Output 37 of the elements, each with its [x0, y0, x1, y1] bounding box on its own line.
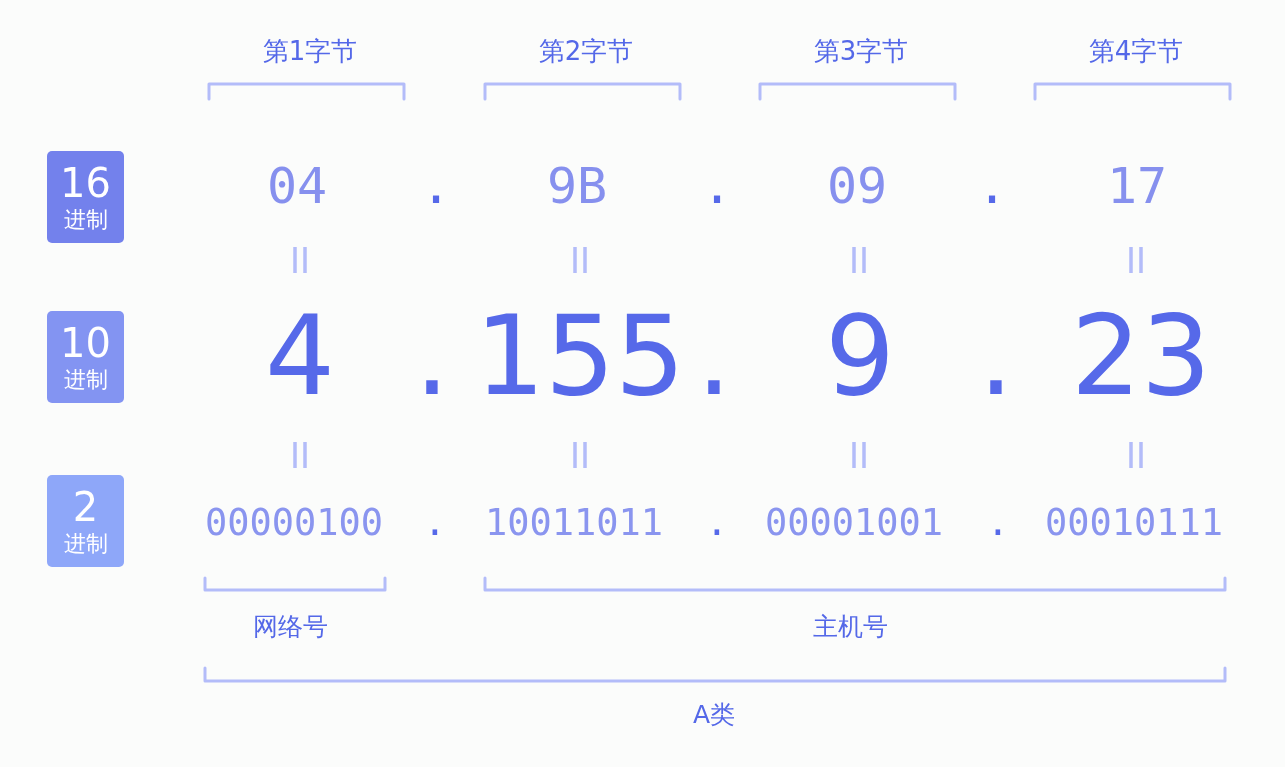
decimal-value: 4: [265, 301, 335, 411]
hex-value: 9B: [546, 161, 608, 211]
hex-value: 04: [266, 161, 328, 211]
binary-value: 10011011: [484, 503, 664, 541]
binary-value: 00000100: [204, 503, 384, 541]
host-id-label: 主机号: [812, 613, 888, 639]
decimal-value: 23: [1071, 301, 1211, 411]
hex-value: 09: [826, 161, 888, 211]
separator-dot: .: [705, 503, 729, 541]
base-label: 进制: [63, 369, 108, 391]
binary-value: 00010111: [1044, 503, 1224, 541]
class-label: A类: [692, 701, 736, 727]
separator-dot: .: [696, 301, 732, 411]
separator-dot: .: [701, 161, 733, 211]
separator-dot: .: [976, 161, 1008, 211]
base-label: 进制: [63, 533, 108, 555]
network-id-label: 网络号: [252, 613, 328, 639]
base-number: 10: [60, 323, 111, 363]
separator-dot: .: [420, 161, 452, 211]
separator-dot: .: [986, 503, 1010, 541]
base-badge: [47, 311, 124, 403]
byte-label: 第1字节: [262, 38, 358, 64]
byte-label: 第4字节: [1088, 38, 1184, 64]
base-badge: [47, 151, 124, 243]
base-number: 16: [60, 163, 111, 203]
base-badge: [47, 475, 124, 567]
hex-value: 17: [1106, 161, 1168, 211]
separator-dot: .: [978, 301, 1014, 411]
decimal-value: 9: [825, 301, 895, 411]
binary-value: 00001001: [764, 503, 944, 541]
decimal-value: 155: [475, 301, 685, 411]
separator-dot: .: [423, 503, 447, 541]
byte-label: 第2字节: [538, 38, 634, 64]
base-label: 进制: [63, 209, 108, 231]
byte-label: 第3字节: [813, 38, 909, 64]
separator-dot: .: [414, 301, 450, 411]
base-number: 2: [72, 487, 99, 527]
